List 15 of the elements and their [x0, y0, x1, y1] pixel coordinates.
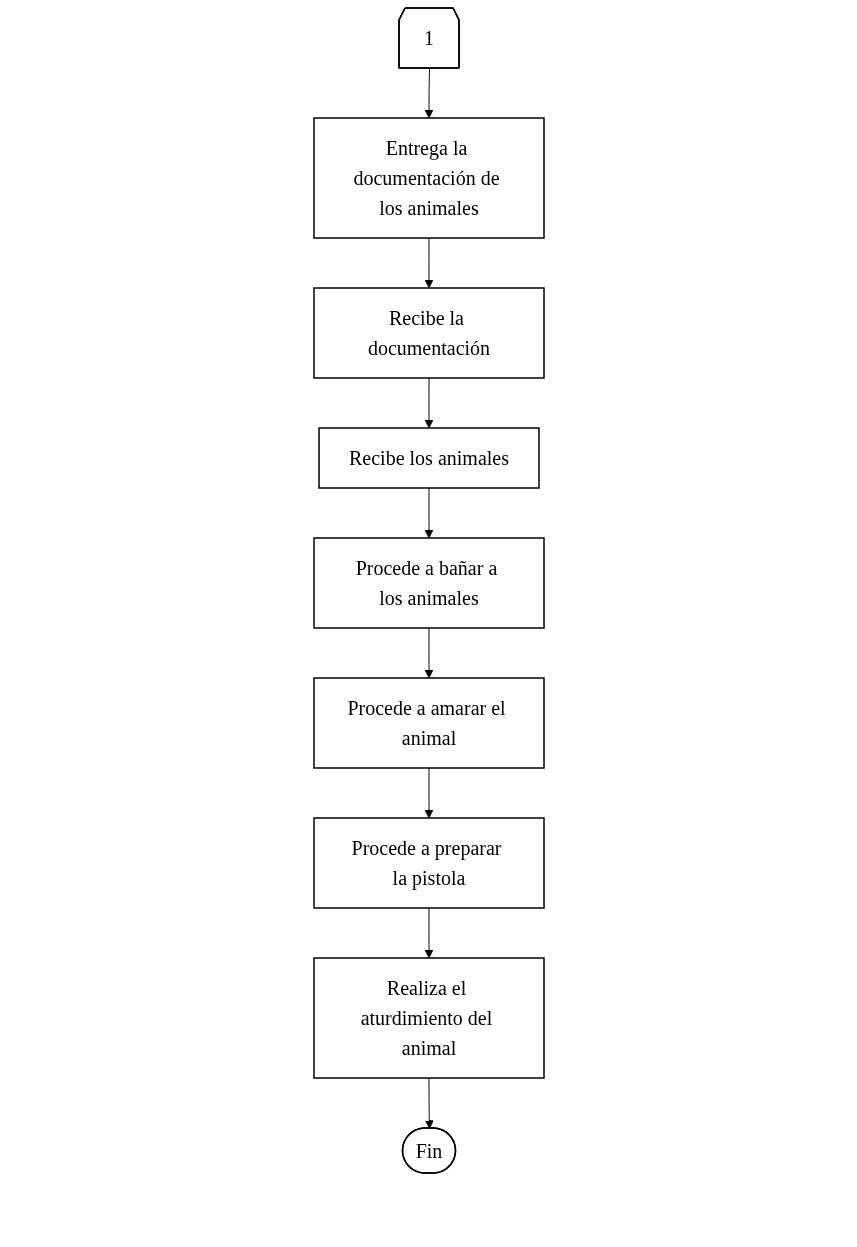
arrow	[424, 907, 433, 959]
node-box: Procede a bañar a los animales	[312, 537, 545, 629]
node-box: Procede a amarar el animal	[312, 677, 545, 769]
arrow	[424, 237, 433, 289]
arrow	[424, 767, 433, 819]
arrow	[424, 487, 433, 539]
node-box: Recibe la documentación	[312, 287, 545, 379]
node-box: Entrega la documentación de los animales	[312, 117, 545, 239]
arrow	[424, 1077, 434, 1129]
node-box: Recibe los animales	[317, 427, 540, 489]
node-box: Realiza el aturdimiento del animal	[312, 957, 545, 1079]
arrow	[424, 68, 433, 119]
arrow	[424, 377, 433, 429]
arrow	[424, 627, 433, 679]
node-box: Procede a preparar la pistola	[312, 817, 545, 909]
